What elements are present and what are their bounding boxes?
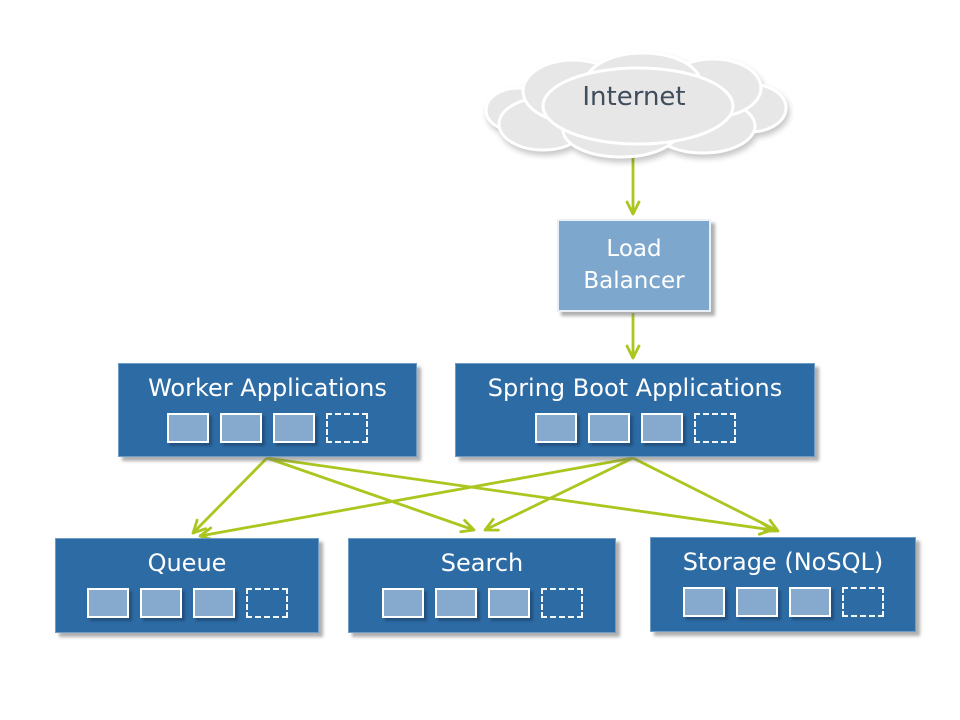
- instance-squares: [119, 413, 416, 443]
- instance-box: [640, 413, 683, 443]
- node-internet-label: Internet: [582, 82, 686, 112]
- instance-box-dashed: [326, 413, 368, 443]
- instance-box: [192, 588, 235, 618]
- edge-spring-to-search: [483, 456, 634, 532]
- instance-box: [381, 588, 424, 618]
- node-spring-boot-applications: Spring Boot Applications: [455, 363, 815, 457]
- node-storage-nosql: Storage (NoSQL): [650, 537, 916, 632]
- node-internet: Internet: [478, 44, 790, 164]
- node-worker-applications-label: Worker Applications: [148, 374, 387, 402]
- instance-box-dashed: [693, 413, 736, 443]
- instance-squares: [349, 588, 615, 618]
- instance-squares: [456, 413, 814, 443]
- edge-worker-to-storage: [266, 456, 774, 536]
- instance-box: [220, 413, 262, 443]
- instance-box-dashed: [245, 588, 288, 618]
- instance-box: [487, 588, 530, 618]
- node-search-label: Search: [440, 549, 524, 577]
- node-queue: Queue: [55, 538, 319, 633]
- instance-box: [167, 413, 209, 443]
- instance-box: [86, 588, 129, 618]
- instance-squares: [651, 587, 915, 617]
- instance-box: [273, 413, 315, 443]
- node-queue-label: Queue: [147, 549, 227, 577]
- instance-box: [788, 587, 831, 617]
- edge-worker-to-search: [266, 456, 476, 534]
- node-spring-boot-applications-label: Spring Boot Applications: [487, 374, 783, 402]
- instance-box: [534, 413, 577, 443]
- edge-spring-to-storage: [632, 456, 780, 533]
- cloud-icon: [484, 51, 788, 159]
- instance-box: [139, 588, 182, 618]
- node-search: Search: [348, 538, 616, 633]
- node-load-balancer: Load Balancer: [557, 219, 711, 312]
- node-load-balancer-label: Load Balancer: [583, 236, 685, 294]
- node-worker-applications: Worker Applications: [118, 363, 417, 457]
- instance-box: [434, 588, 477, 618]
- instance-box-dashed: [540, 588, 583, 618]
- instance-box: [587, 413, 630, 443]
- instance-squares: [56, 588, 318, 618]
- node-storage-nosql-label: Storage (NoSQL): [682, 548, 884, 576]
- edge-worker-to-queue: [191, 457, 268, 535]
- instance-box-dashed: [841, 587, 884, 617]
- instance-box: [735, 587, 778, 617]
- instance-box: [682, 587, 725, 617]
- edge-spring-to-queue: [198, 456, 634, 542]
